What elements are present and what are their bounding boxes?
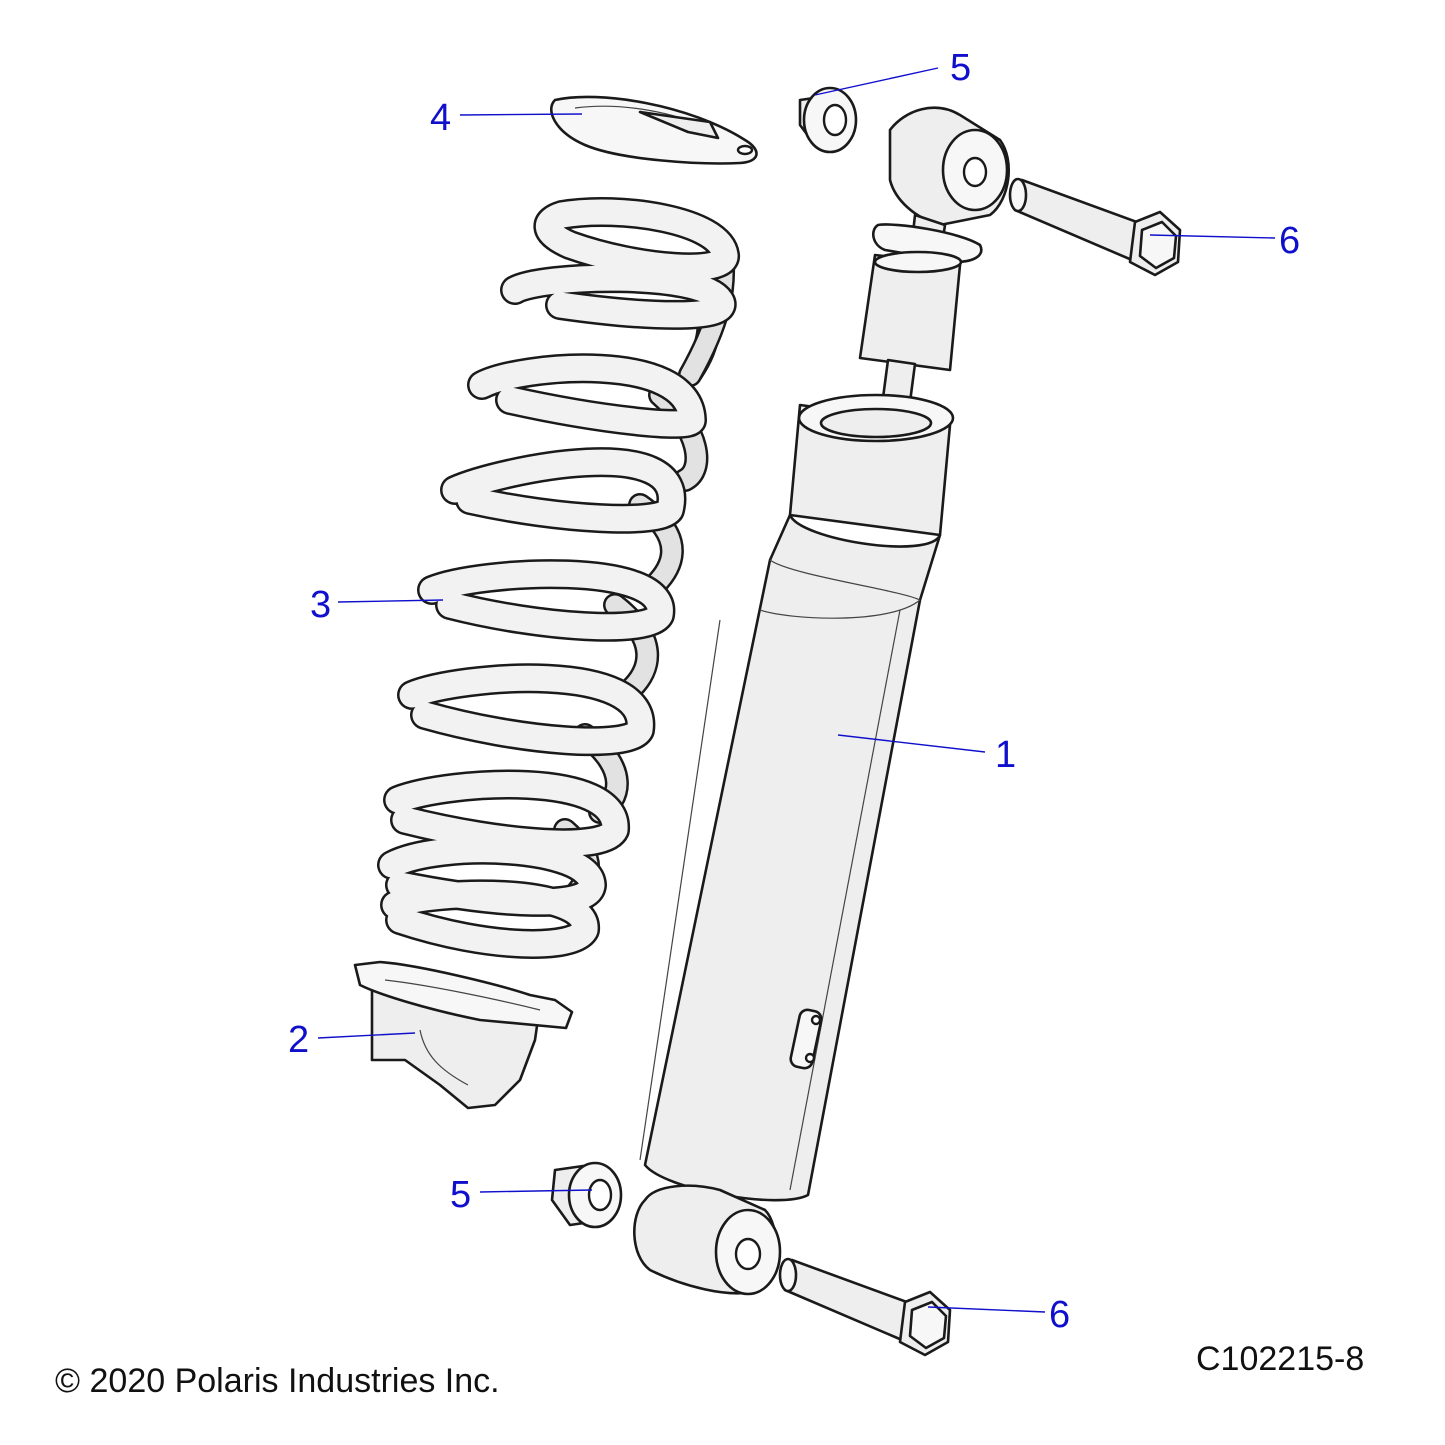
figure-id: C102215-8 [1196,1340,1365,1378]
bushing-bottom [550,1161,623,1229]
callout-5-bottom: 5 [450,1174,471,1216]
bolt-top [1008,177,1182,277]
callout-3: 3 [310,584,331,626]
callout-1: 1 [995,734,1016,776]
upper-spring-retainer [549,95,758,165]
bushing-top [798,86,858,154]
callout-6-top: 6 [1279,220,1300,262]
callout-5-top: 5 [950,47,971,89]
leader-lines [317,67,1276,1313]
shock-absorber [633,106,1011,1296]
bolt-bottom [778,1257,952,1357]
callout-6-bottom: 6 [1049,1294,1070,1336]
callout-2: 2 [288,1019,309,1061]
callout-4: 4 [430,97,451,139]
callouts: 1 2 3 4 5 5 6 6 [288,47,1300,1336]
copyright-notice: © 2020 Polaris Industries Inc. [55,1362,500,1400]
lower-spring-seat [353,960,574,1110]
coil-spring [377,196,740,959]
